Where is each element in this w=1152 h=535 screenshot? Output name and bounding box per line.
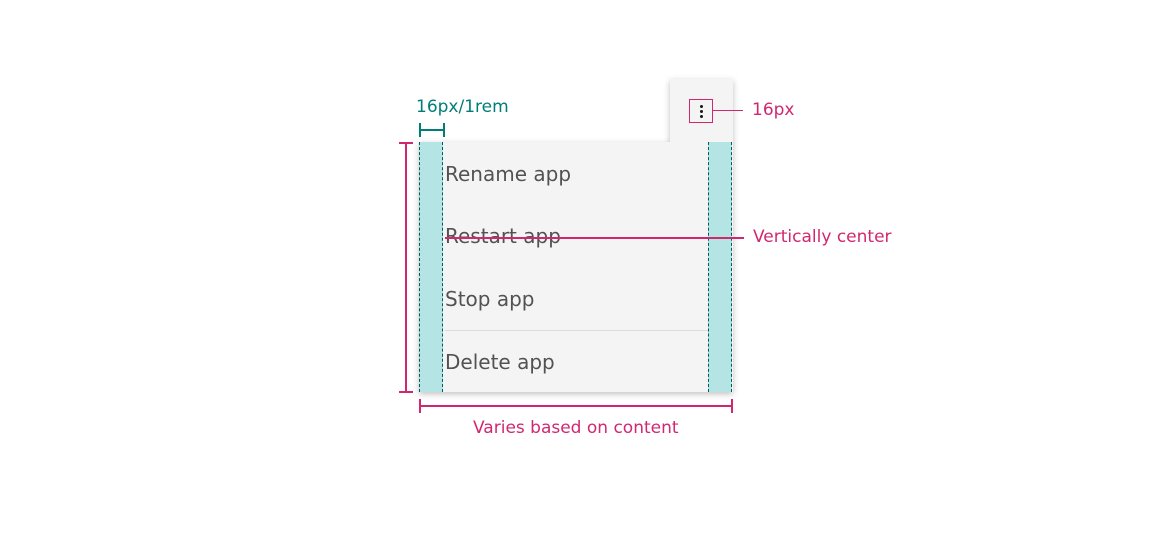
height-measure-tick-bottom	[399, 391, 413, 393]
kebab-dot	[700, 110, 703, 113]
icon-spec-label: 16px	[752, 100, 795, 120]
padding-measure-tick-left	[419, 123, 421, 137]
menu-item-label: Restart app	[445, 224, 561, 248]
width-measure-tick-right	[731, 399, 733, 413]
menu-item-stop[interactable]: Stop app	[445, 268, 708, 330]
width-measure-line	[420, 405, 732, 407]
danger-divider	[445, 330, 708, 331]
padding-measure-tick-right	[443, 123, 445, 137]
height-measure-line	[405, 143, 407, 392]
kebab-dot	[700, 115, 703, 118]
width-measure-tick-left	[419, 399, 421, 413]
vertical-center-label: Vertically center	[753, 227, 892, 247]
left-padding-highlight	[419, 142, 443, 392]
right-padding-highlight	[708, 142, 732, 392]
menu-item-label: Delete app	[445, 350, 555, 374]
menu-item-delete[interactable]: Delete app	[445, 331, 708, 393]
menu-item-rename[interactable]: Rename app	[445, 143, 708, 205]
menu-item-restart[interactable]: Restart app	[445, 205, 708, 267]
menu-item-label: Rename app	[445, 162, 572, 186]
padding-spec-label: 16px/1rem	[416, 97, 509, 117]
overflow-menu-vertical-icon[interactable]	[689, 99, 713, 123]
kebab-dot	[700, 105, 703, 108]
width-spec-label: Varies based on content	[473, 418, 679, 438]
menu-item-label: Stop app	[445, 287, 535, 311]
padding-measure-line	[420, 129, 444, 131]
overflow-menu	[419, 142, 733, 392]
vertical-center-line	[445, 237, 744, 239]
icon-spec-leader	[713, 110, 743, 111]
trigger-menu-join	[670, 137, 733, 149]
height-measure-tick-top	[399, 142, 413, 144]
